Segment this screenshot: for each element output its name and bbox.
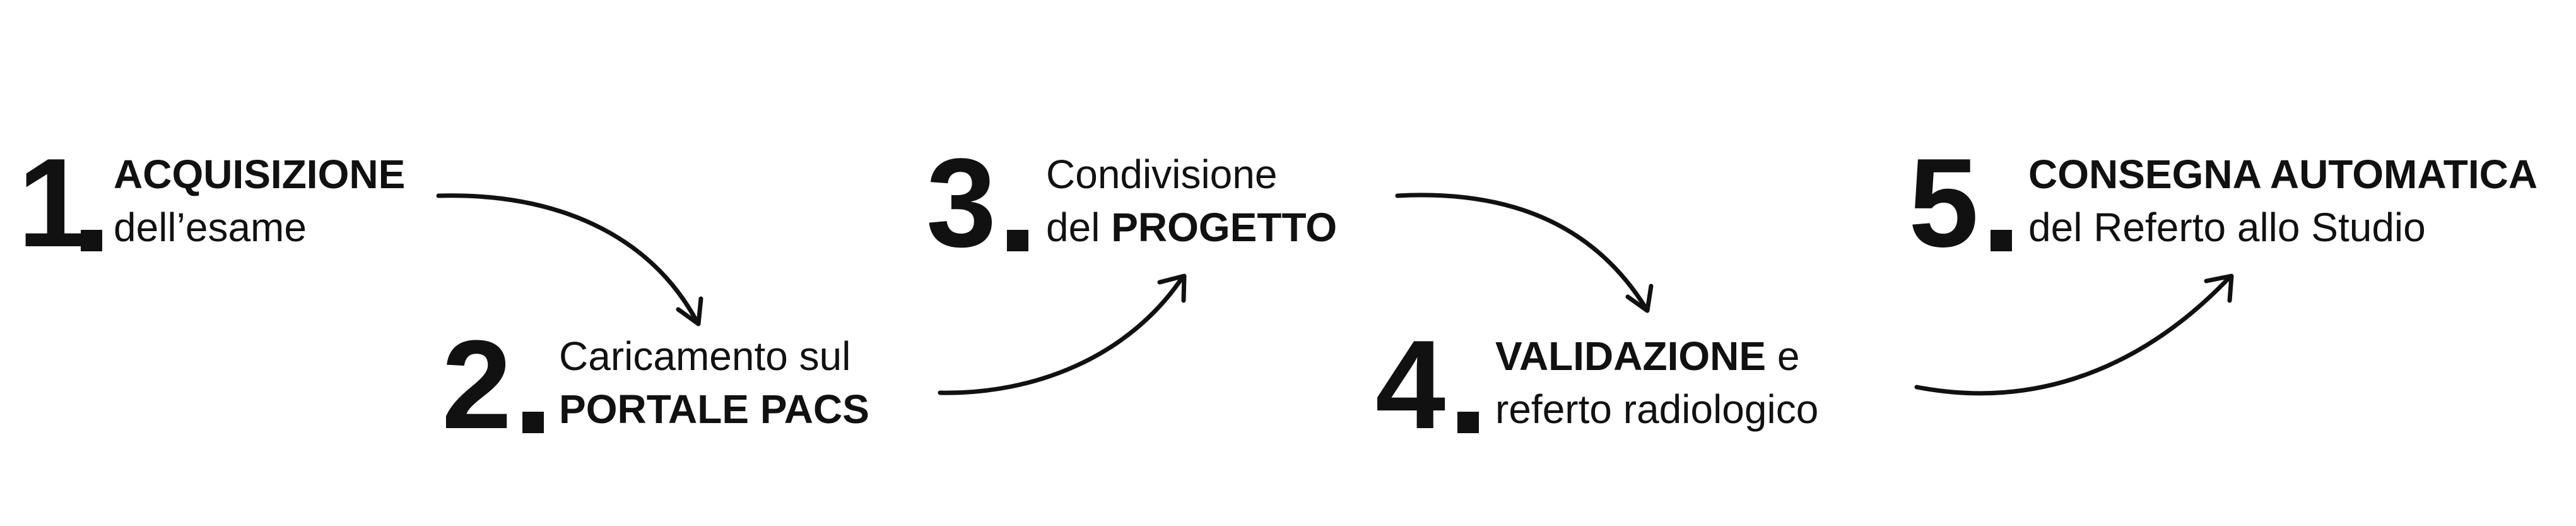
step-5-line-2-seg-1: del Referto allo Studio — [2028, 205, 2426, 250]
step-5: 5 CONSEGNA AUTOMATICA del Referto allo S… — [1908, 140, 2571, 266]
step-3-line-2: del PROGETTO — [1046, 201, 1337, 254]
arrow-step4-to-step5 — [1914, 273, 2234, 396]
step-4-line-1: VALIDAZIONE e — [1495, 330, 1818, 383]
step-3: 3 Condivisione del PROGETTO — [926, 140, 1380, 266]
step-4-text: VALIDAZIONE e referto radiologico — [1495, 330, 1818, 436]
step-5-line-1-seg-1: CONSEGNA AUTOMATICA — [2028, 152, 2538, 197]
step-2-line-2: PORTALE PACS — [559, 383, 869, 436]
arrow-step1-to-step2 — [436, 193, 703, 326]
step-3-line-1-seg-1: Condivisione — [1046, 152, 1278, 197]
step-3-dot — [1007, 230, 1028, 251]
step-5-text: CONSEGNA AUTOMATICA del Referto allo Stu… — [2028, 148, 2538, 254]
step-1-line-1-seg-1: ACQUISIZIONE — [114, 152, 406, 197]
step-2-number: 2 — [442, 314, 512, 455]
step-1-line-1: ACQUISIZIONE — [114, 148, 405, 201]
arrow-step3-to-step4 — [1395, 193, 1654, 313]
step-4: 4 VALIDAZIONE e referto radiologico — [1375, 322, 1905, 448]
step-3-line-2-seg-2: PROGETTO — [1111, 205, 1338, 250]
step-4-number: 4 — [1375, 314, 1445, 455]
step-4-dot — [1457, 412, 1479, 433]
step-4-line-2: referto radiologico — [1495, 383, 1818, 436]
step-3-line-2-seg-1: del — [1046, 205, 1112, 250]
step-3-line-1: Condivisione — [1046, 148, 1337, 201]
step-2-dot — [522, 412, 544, 433]
step-4-line-1-seg-2: e — [1766, 333, 1800, 379]
step-2-line-2-seg-1: PORTALE PACS — [559, 386, 869, 432]
step-3-text: Condivisione del PROGETTO — [1046, 148, 1337, 254]
step-5-line-2: del Referto allo Studio — [2028, 201, 2538, 254]
step-2-line-1: Caricamento sul — [559, 330, 869, 383]
step-1-line-2-seg-1: dell’esame — [114, 205, 307, 250]
step-4-line-2-seg-1: referto radiologico — [1495, 386, 1819, 432]
step-5-dot — [1991, 230, 2012, 251]
step-2-line-1-seg-1: Caricamento sul — [559, 333, 851, 379]
step-2: 2 Caricamento sul PORTALE PACS — [442, 322, 921, 448]
step-1-text: ACQUISIZIONE dell’esame — [114, 148, 405, 254]
step-1-number: 1 — [18, 133, 88, 273]
arrow-step2-to-step3 — [938, 273, 1187, 395]
step-2-text: Caricamento sul PORTALE PACS — [559, 330, 869, 436]
step-3-number: 3 — [926, 133, 996, 273]
step-1-line-2: dell’esame — [114, 201, 405, 254]
step-1: 1 ACQUISIZIONE dell’esame — [18, 140, 447, 266]
step-4-line-1-seg-1: VALIDAZIONE — [1495, 333, 1767, 379]
step-5-number: 5 — [1908, 133, 1979, 273]
step-1-dot — [81, 230, 102, 251]
step-5-line-1: CONSEGNA AUTOMATICA — [2028, 148, 2538, 201]
